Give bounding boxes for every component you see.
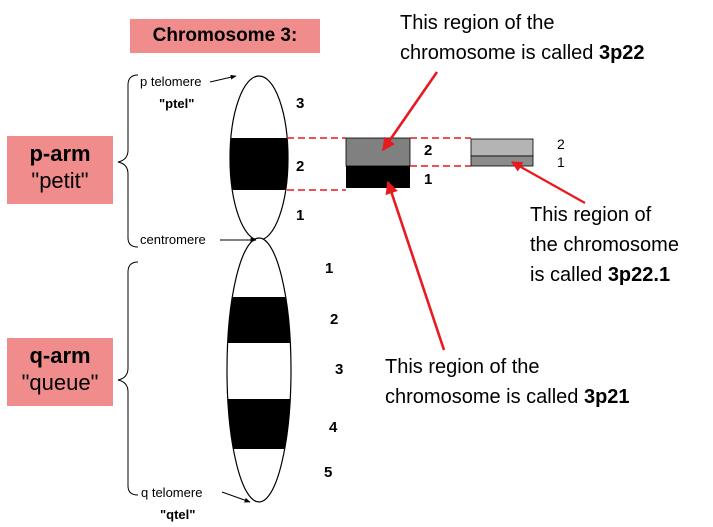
p-arm-meaning: "petit" (31, 168, 89, 193)
annotation-3p21-code: 3p21 (583, 386, 630, 408)
p-arm-brace (117, 74, 139, 248)
p-telomere-pointer (209, 74, 237, 83)
q-arm-meaning: "queue" (21, 370, 99, 395)
zoom2-band-1 (470, 155, 534, 167)
q-band-4-dark (227, 399, 291, 449)
zoom1-band-1-label: 1 (424, 171, 433, 188)
zoom1-band-2 (345, 137, 411, 167)
q-arm-brace (117, 261, 139, 496)
q-telomere-pointer (221, 491, 251, 503)
annotation-3p221-code: 3p22.1 (607, 264, 671, 286)
q-band-3-label: 3 (335, 361, 344, 378)
q-arm-name: q-arm (29, 343, 91, 368)
annotation-3p22: This region of the chromosome is called … (400, 8, 645, 68)
annotation-3p21: This region of the chromosome is called … (385, 352, 630, 412)
arrow-3p21 (385, 180, 446, 351)
arrow-3p22 (381, 71, 439, 152)
q-band-2-label: 2 (330, 311, 339, 328)
arrow-3p221 (511, 161, 586, 204)
q-arm-box: q-arm "queue" (7, 338, 113, 406)
q-telomere-label: q telomere (141, 485, 203, 500)
p-arm-name: p-arm (29, 141, 91, 166)
q-band-4-label: 4 (329, 419, 338, 436)
p-arm-chromatid (229, 75, 289, 241)
annotation-3p21-line1: This region of the (385, 356, 540, 378)
annotation-3p22-line1: This region of the (400, 12, 555, 34)
ptel-label: "ptel" (159, 96, 195, 111)
annotation-3p221-line1: This region of (530, 204, 652, 226)
annotation-3p221-line3: is called (530, 264, 608, 286)
p-band-2-dark (230, 138, 288, 190)
title-text: Chromosome 3: (152, 25, 298, 46)
q-arm-chromatid (226, 237, 292, 503)
zoom2-band-2-label: 2 (557, 136, 565, 152)
annotation-3p221: This region of the chromosome is called … (530, 200, 679, 290)
p-arm-box: p-arm "petit" (7, 136, 113, 204)
p-band-2-label: 2 (296, 158, 305, 175)
zoom2-band-2 (470, 138, 534, 157)
annotation-3p221-line2: the chromosome (530, 234, 679, 256)
p-band-1-label: 1 (296, 207, 305, 224)
zoom2-band-1-label: 1 (557, 154, 565, 170)
annotation-3p22-code: 3p22 (598, 42, 645, 64)
annotation-3p21-line2: chromosome is called (385, 386, 584, 408)
q-band-5-label: 5 (324, 464, 333, 481)
qtel-label: "qtel" (160, 507, 196, 522)
p-telomere-label: p telomere (140, 74, 202, 89)
p-band-3-label: 3 (296, 95, 305, 112)
centromere-label: centromere (140, 232, 206, 247)
q-band-2-dark (227, 297, 291, 343)
dashed-connectors (287, 137, 471, 191)
title-box: Chromosome 3: (130, 19, 320, 53)
q-band-1-label: 1 (325, 260, 334, 277)
zoom1-band-1 (346, 166, 410, 188)
annotation-3p22-line2: chromosome is called (400, 42, 599, 64)
zoom1-band-2-label: 2 (424, 142, 433, 159)
